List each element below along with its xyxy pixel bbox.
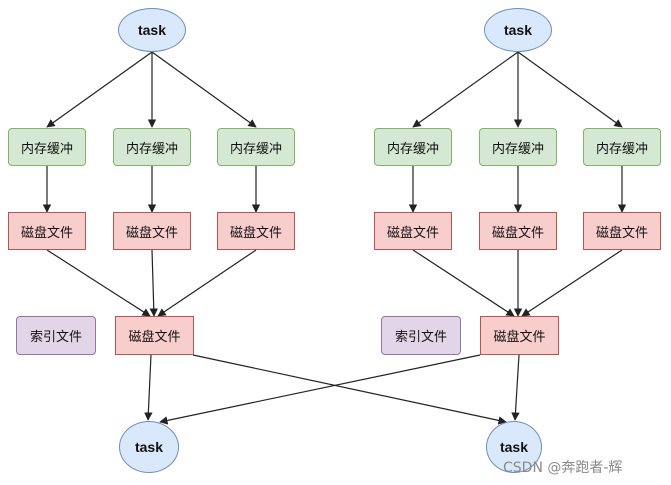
edge-left-disk-to-merged-3 bbox=[157, 249, 257, 317]
left-memory-buffer-2: 内存缓冲 bbox=[113, 128, 191, 166]
right-memory-buffer-2: 内存缓冲 bbox=[479, 128, 557, 166]
edge-right-disk-to-merged-1 bbox=[412, 249, 515, 317]
edge-right-merged-to-left-task bbox=[159, 354, 481, 425]
edge-right-task-to-mem-3 bbox=[517, 51, 623, 128]
left-disk-file-1: 磁盘文件 bbox=[8, 212, 86, 250]
right-merged-disk-file: 磁盘文件 bbox=[480, 316, 559, 355]
left-memory-buffer-3: 内存缓冲 bbox=[217, 128, 295, 166]
right-task-top: task bbox=[484, 8, 552, 52]
left-memory-buffer-1: 内存缓冲 bbox=[8, 128, 86, 166]
edge-right-merged-to-right-task bbox=[511, 354, 520, 421]
left-merged-disk-file: 磁盘文件 bbox=[115, 316, 194, 355]
left-task-top: task bbox=[118, 8, 186, 52]
left-task-bottom: task bbox=[119, 421, 179, 473]
edge-left-merged-to-right-task bbox=[192, 354, 507, 425]
right-index-file: 索引文件 bbox=[381, 316, 461, 355]
csdn-watermark: CSDN @奔跑者-辉 bbox=[503, 460, 623, 476]
left-index-file: 索引文件 bbox=[16, 316, 96, 355]
right-disk-file-1: 磁盘文件 bbox=[374, 212, 452, 250]
right-memory-buffer-3: 内存缓冲 bbox=[583, 128, 661, 166]
edge-left-task-to-mem-3 bbox=[151, 51, 257, 128]
edge-left-disk-to-merged-2 bbox=[149, 249, 158, 317]
edge-left-disk-to-merged-1 bbox=[46, 249, 151, 317]
edge-right-task-to-mem-1 bbox=[412, 51, 519, 128]
left-disk-file-2: 磁盘文件 bbox=[113, 212, 191, 250]
right-memory-buffer-1: 内存缓冲 bbox=[374, 128, 452, 166]
right-task-bottom: task bbox=[486, 421, 542, 473]
edge-left-merged-to-left-task bbox=[144, 354, 153, 421]
right-disk-file-3: 磁盘文件 bbox=[583, 212, 661, 250]
left-disk-file-3: 磁盘文件 bbox=[217, 212, 295, 250]
right-disk-file-2: 磁盘文件 bbox=[479, 212, 557, 250]
edge-left-task-to-mem-1 bbox=[46, 51, 153, 128]
edge-right-disk-to-merged-3 bbox=[521, 249, 623, 317]
